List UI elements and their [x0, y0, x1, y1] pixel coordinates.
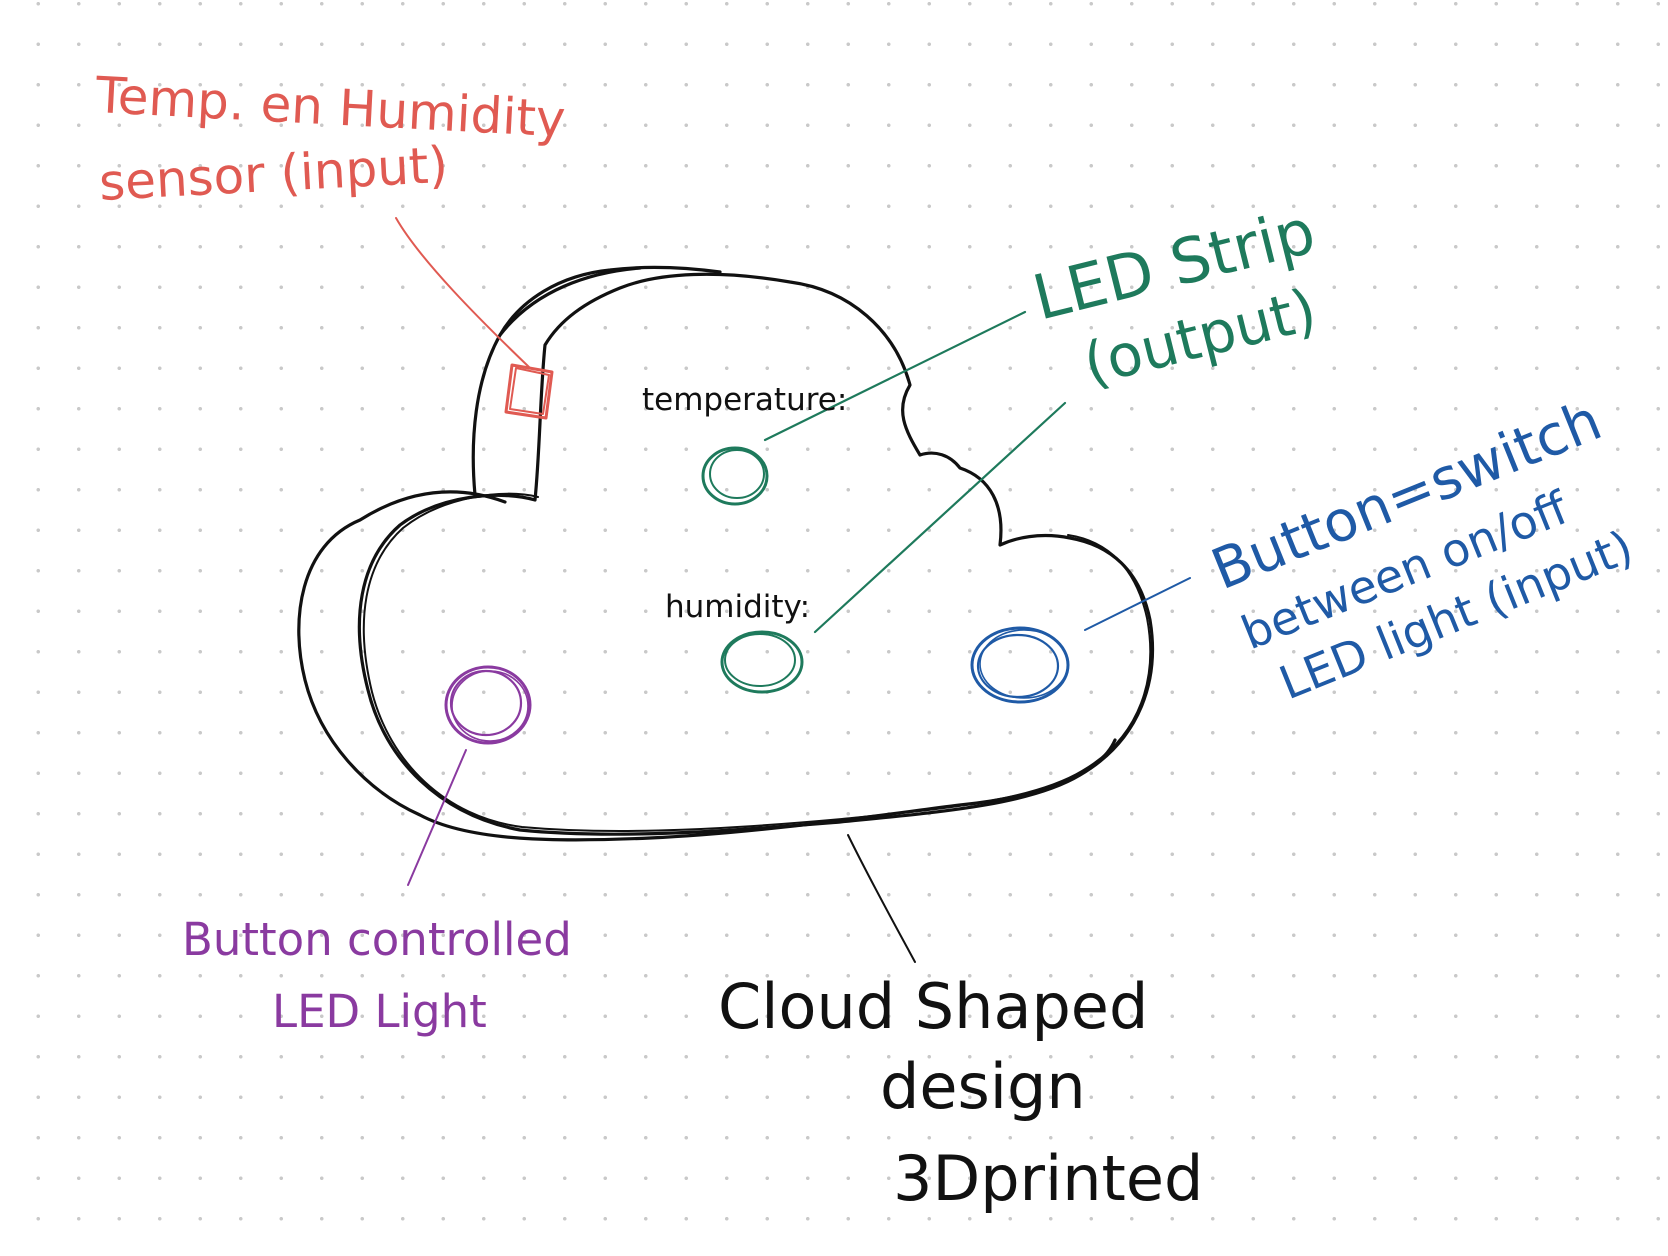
switch-leader-line [1084, 577, 1191, 631]
sensor-annotation: Temp. en Humidity sensor (input) [93, 66, 566, 212]
humidity-led-sketch [724, 633, 796, 687]
cloud-inner-edge [473, 494, 537, 502]
sensor-leader-line [395, 217, 531, 369]
switch-button-inner [976, 633, 1060, 699]
led-button-inner [449, 669, 523, 737]
led-button-outer [444, 665, 532, 745]
cloud-top-bump-side [471, 266, 642, 497]
sensor-annotation-line1: Temp. en Humidity [93, 66, 566, 149]
led-button-annotation-line2: LED Light [272, 985, 487, 1038]
temperature-led [701, 446, 769, 506]
temperature-led-sketch [709, 449, 765, 499]
led-strip-leader-1 [763, 310, 1027, 442]
humidity-led [720, 630, 804, 694]
sensor-rect-sketch [509, 367, 550, 415]
temperature-label: temperature: [642, 382, 847, 418]
cloud-body [297, 265, 1155, 842]
switch-button-sketch [979, 629, 1069, 699]
cloud-top-back [498, 265, 722, 337]
led-strip-leader-2 [813, 401, 1067, 634]
led-light-button [407, 665, 532, 886]
sensor-rect [504, 363, 554, 420]
switch-annotation: Button=switch between on/off LED light (… [1203, 388, 1640, 710]
led-button-annotation: Button controlled LED Light [182, 913, 572, 1038]
humidity-label: humidity: [665, 589, 810, 625]
led-button-leader-line [407, 749, 467, 886]
device-labels: temperature: humidity: [642, 382, 847, 625]
led-button-annotation-line1: Button controlled [182, 913, 572, 966]
cloud-annotation-line1: Cloud Shaped [718, 970, 1148, 1043]
cloud-back-outline [297, 490, 1117, 842]
cloud-front-outline-sketch [362, 492, 1152, 832]
cloud-annotation-line2: design [880, 1050, 1086, 1123]
cloud-leader-line [847, 834, 916, 963]
switch-button [970, 577, 1191, 704]
cloud-front-outline [357, 272, 1155, 836]
led-strip-annotation: LED Strip (output) [1026, 194, 1323, 398]
led-button-sketch [451, 670, 529, 742]
cloud-annotation-line3: 3Dprinted [893, 1142, 1203, 1215]
led-strip-indicators [701, 310, 1067, 694]
cloud-annotation: Cloud Shaped design 3Dprinted [718, 970, 1203, 1215]
sensor-annotation-line2: sensor (input) [98, 136, 450, 212]
humidity-sensor [395, 217, 554, 420]
